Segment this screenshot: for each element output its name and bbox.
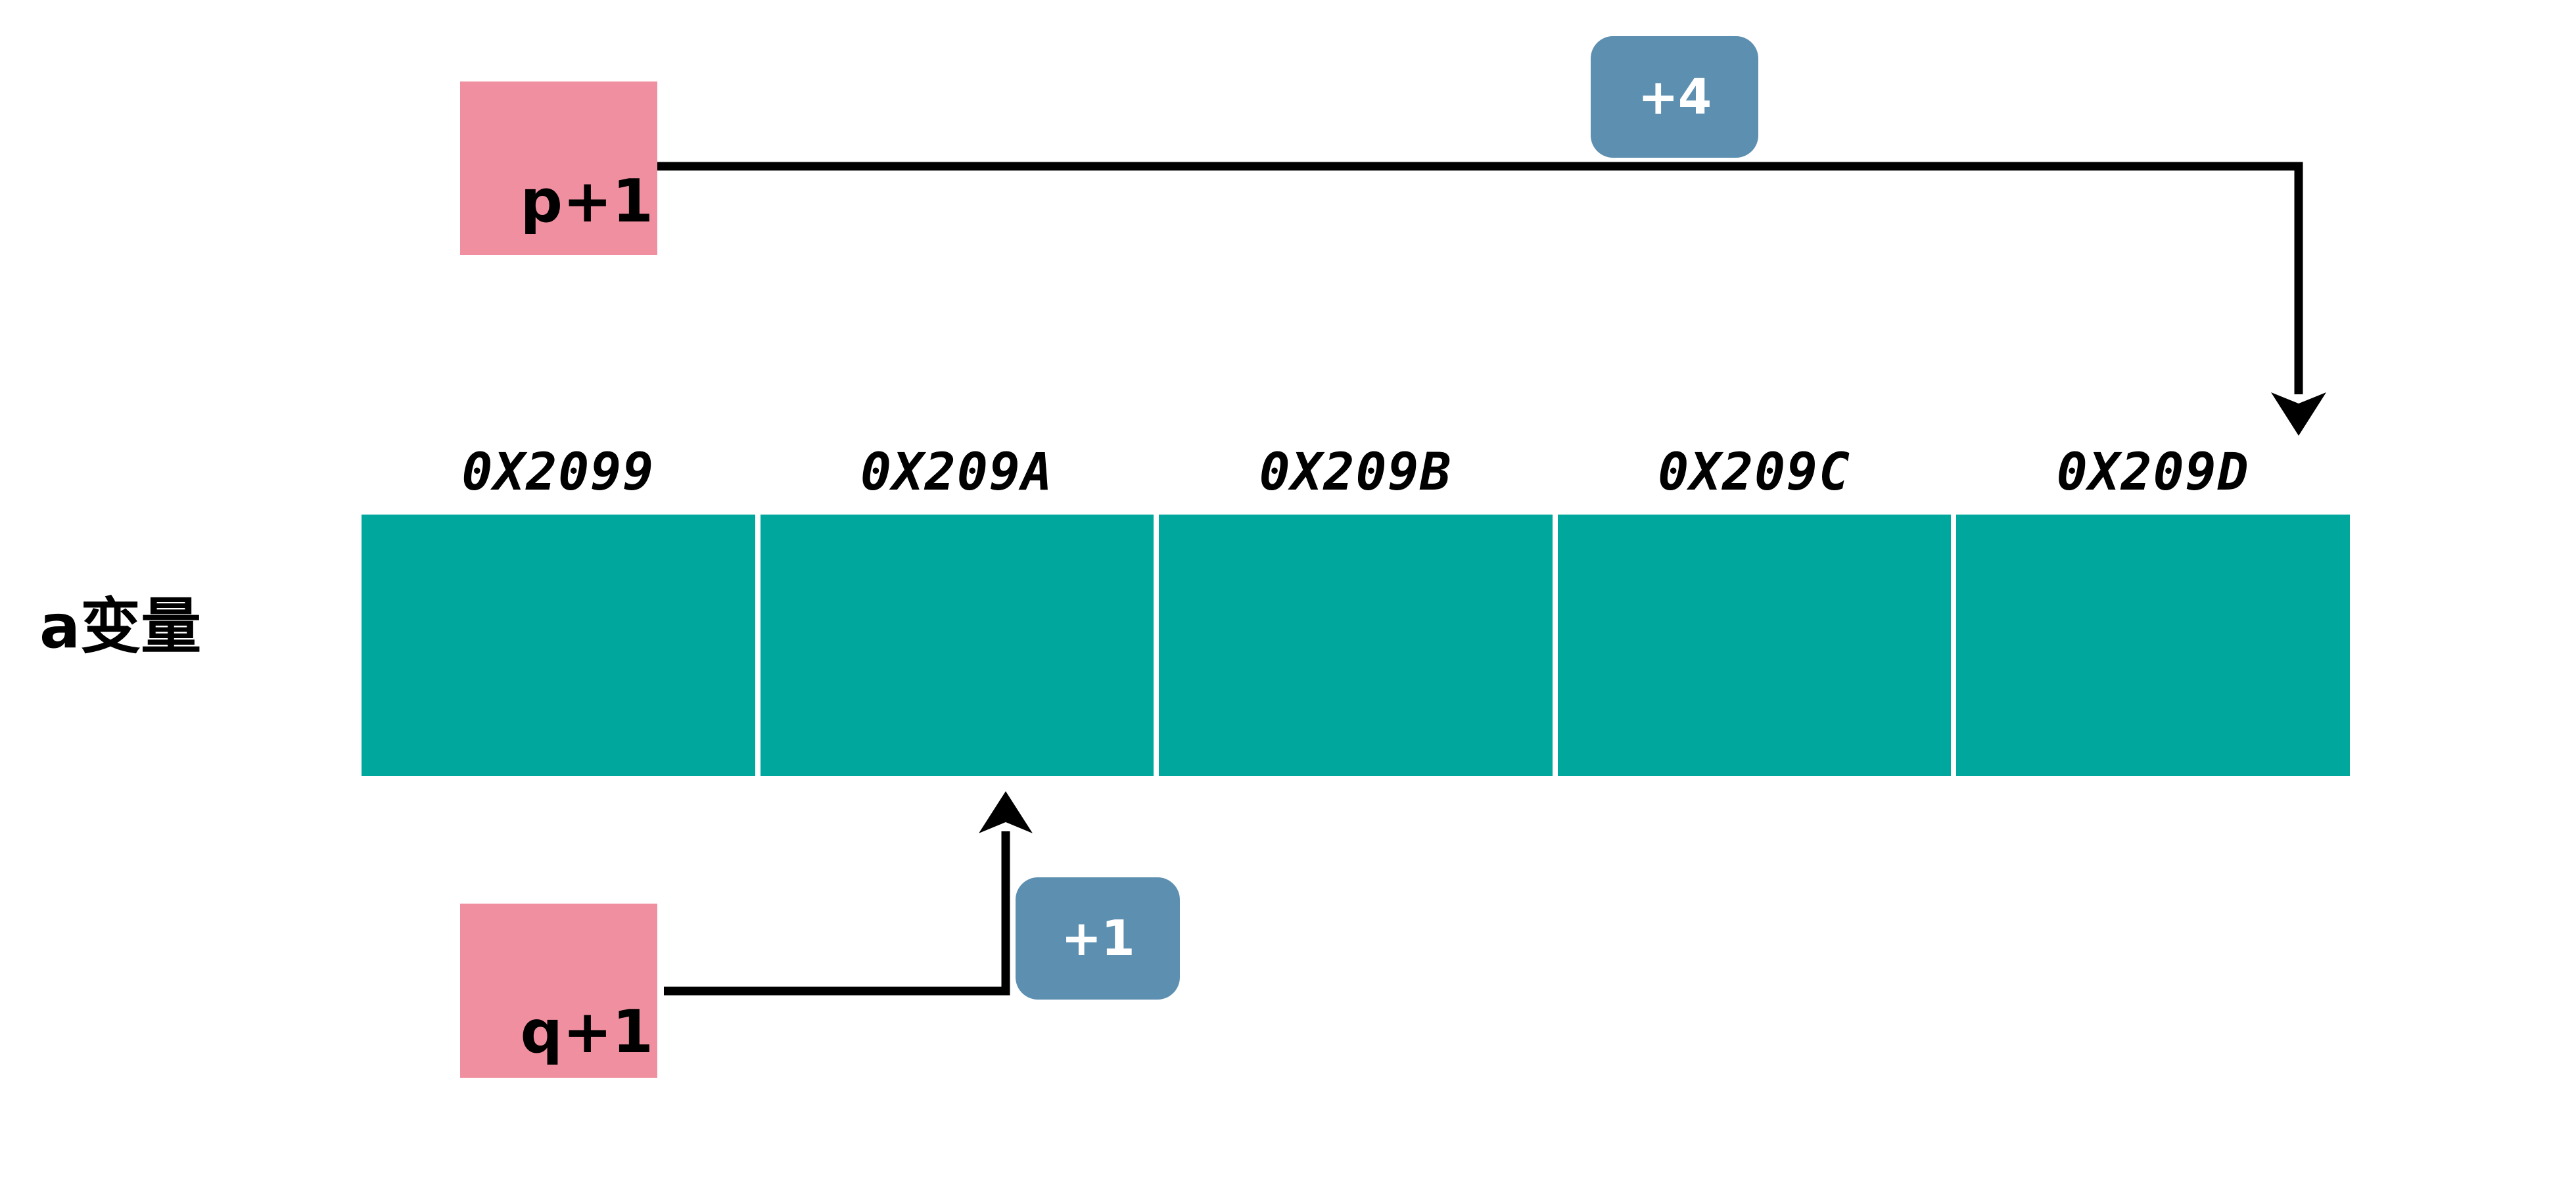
pointer-box-p-plus-1[interactable]: p+1: [460, 81, 657, 255]
memory-cell-row: [362, 515, 2350, 776]
pointer-label-q-plus-1: q+1: [520, 998, 653, 1067]
memory-cell-3: [1557, 515, 1952, 776]
address-label-row: 0X2099 0X209A 0X209B 0X209C 0X209D: [362, 413, 2350, 498]
connector-p-plus-1: [657, 162, 2326, 436]
memory-cell-0: [362, 515, 755, 776]
connector-q-plus-1: [664, 791, 1033, 996]
address-label-cell-2: 0X209B: [1259, 443, 1453, 502]
pointer-box-q-plus-1[interactable]: q+1: [460, 904, 657, 1078]
offset-badge-plus-1: +1: [1016, 877, 1180, 1000]
memory-cell-2: [1159, 515, 1553, 776]
offset-badge-plus-4: +4: [1591, 36, 1758, 158]
memory-cell-4: [1956, 515, 2350, 776]
address-label-cell-3: 0X209C: [1658, 443, 1851, 502]
address-label-cell-1: 0X209A: [860, 443, 1054, 502]
address-label-cell-4: 0X209D: [2056, 443, 2250, 502]
variable-label: a变量: [39, 591, 202, 662]
memory-cell-1: [760, 515, 1154, 776]
address-label-cell-0: 0X2099: [461, 443, 655, 502]
pointer-label-p-plus-1: p+1: [520, 167, 653, 236]
